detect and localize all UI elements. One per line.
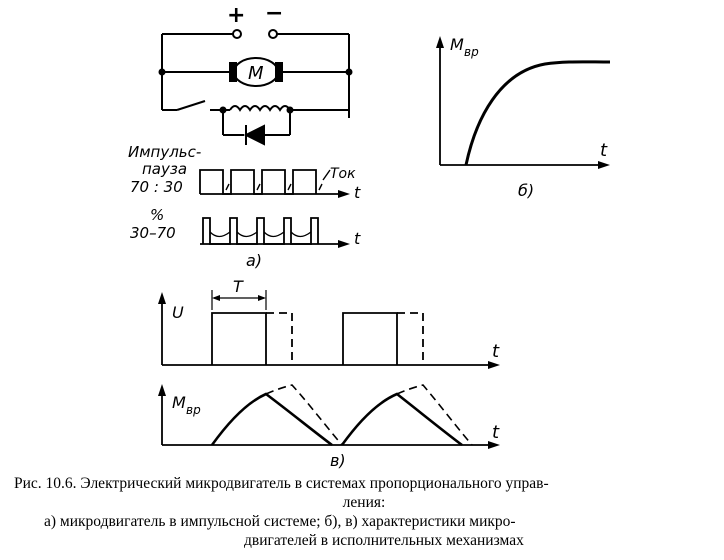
torque-rise-curve: [464, 60, 611, 166]
pulse-pause-label-2: пауза: [142, 160, 187, 178]
caption-line-4: двигателей в исполнительных механизмах: [244, 532, 524, 549]
panel-b-label: б): [518, 181, 534, 200]
figure-10-6: + − M Импульс- пауза 70 : 30 % 30–70 Ток…: [128, 1, 611, 470]
torque-cycle-1: [210, 392, 333, 447]
graph-v-u-label: U: [172, 303, 184, 322]
caption-line-1: Рис. 10.6. Электрический микродвигатель …: [14, 475, 549, 492]
inductor-coil: [229, 105, 291, 112]
graph-v-voltage: [158, 290, 500, 369]
percent-sign: %: [150, 206, 164, 224]
t-label-train-1: t: [354, 183, 361, 202]
plus-terminal: [232, 29, 242, 39]
pulse-train-30-70: [200, 217, 350, 248]
graph-b-ylabel-sub: вр: [464, 45, 479, 59]
graph-v-m-label: M: [172, 393, 186, 412]
panel-a-label: а): [246, 251, 262, 270]
graph-v-t-label-1: t: [492, 341, 500, 362]
graph-v-m-sub: вр: [186, 403, 201, 417]
ratio-30-70: 30–70: [130, 224, 176, 242]
graph-v-torque: [158, 384, 500, 449]
panel-v-label: в): [330, 451, 346, 470]
graph-b-ylabel: M: [450, 35, 464, 54]
plus-label: +: [227, 3, 245, 28]
caption-line-2: ления:: [342, 494, 386, 511]
minus-label: −: [265, 1, 283, 26]
period-label: T: [233, 277, 244, 296]
figure-caption: Рис. 10.6. Электрический микродвигатель …: [14, 474, 714, 550]
motor-circuit: [158, 29, 353, 146]
current-label: Ток: [330, 166, 356, 182]
graph-v-t-label-2: t: [492, 422, 500, 443]
t-label-train-2: t: [354, 229, 361, 248]
switch-blade: [176, 100, 206, 111]
minus-terminal: [268, 29, 278, 39]
graph-b: [436, 36, 611, 169]
caption-line-3: а) микродвигатель в импульсной системе; …: [44, 513, 516, 530]
pulse-train-70-30: [199, 169, 350, 198]
diode-symbol: [243, 124, 265, 146]
torque-cycle-2: [340, 392, 463, 447]
graph-b-xlabel: t: [600, 140, 608, 161]
ratio-70-30: 70 : 30: [130, 178, 183, 196]
motor-label: M: [248, 63, 264, 84]
pulse-pause-label-1: Импульс-: [128, 143, 201, 161]
